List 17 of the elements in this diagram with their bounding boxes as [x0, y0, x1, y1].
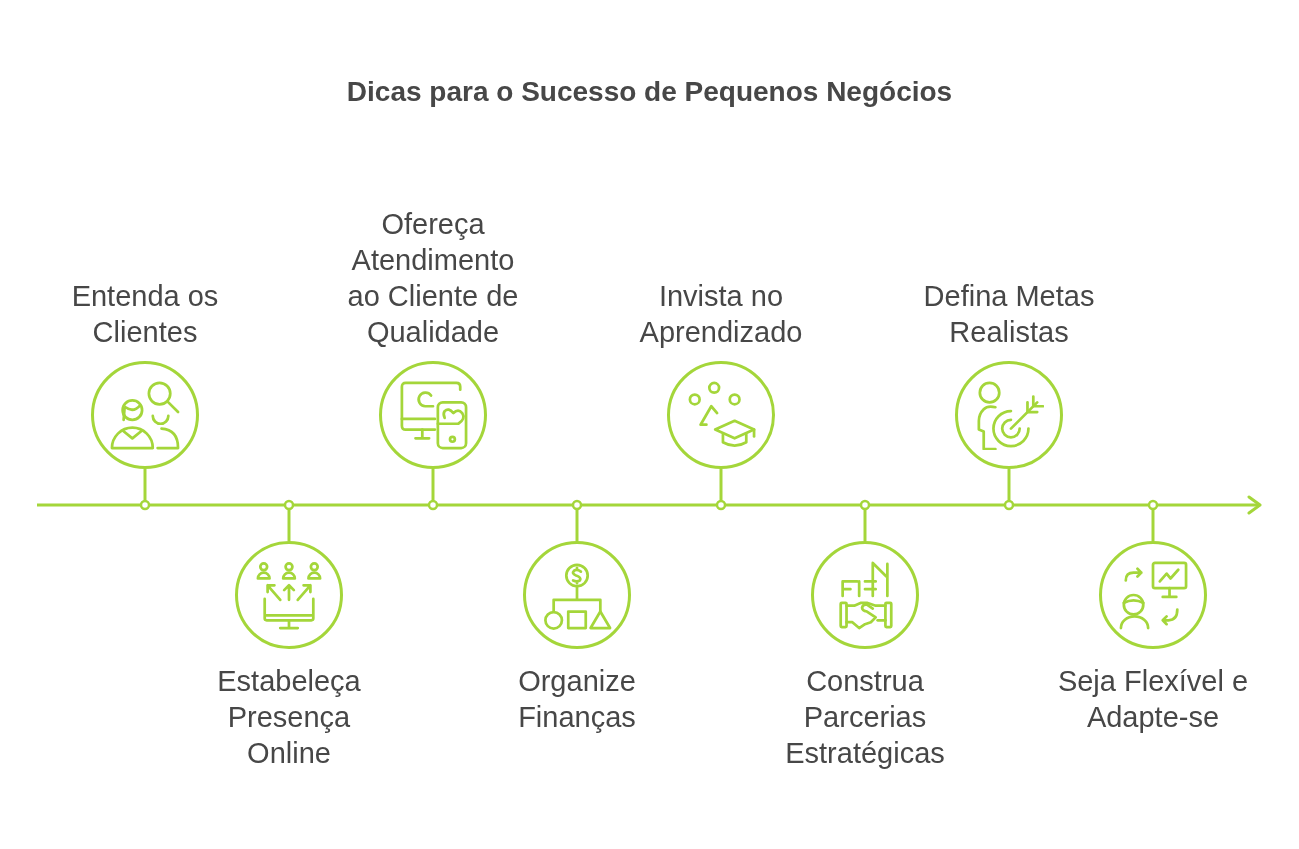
milestone-label: Entenda os Clientes: [70, 279, 220, 350]
milestone-label: Ofereça Atendimento ao Cliente de Qualidade: [346, 207, 520, 350]
milestone-label: Construa Parcerias Estratégicas: [784, 664, 946, 771]
milestone-label: Organize Finanças: [517, 664, 637, 735]
connector-line: [859, 499, 871, 541]
connector-line: [571, 499, 583, 541]
connector-line: [715, 469, 727, 511]
milestone-label: Estabeleça Presença Online: [216, 664, 362, 771]
connector-line: [139, 469, 151, 511]
connector-line: [427, 469, 439, 511]
milestone-label: Seja Flexível e Adapte-se: [1056, 664, 1250, 735]
connector-line: [1147, 499, 1159, 541]
diagram-title: Dicas para o Sucesso de Pequenos Negócios: [346, 75, 953, 109]
connector-line: [283, 499, 295, 541]
connector-line: [1003, 469, 1015, 511]
milestone-label: Defina Metas Realistas: [922, 279, 1096, 350]
milestone-label: Invista no Aprendizado: [638, 279, 804, 350]
